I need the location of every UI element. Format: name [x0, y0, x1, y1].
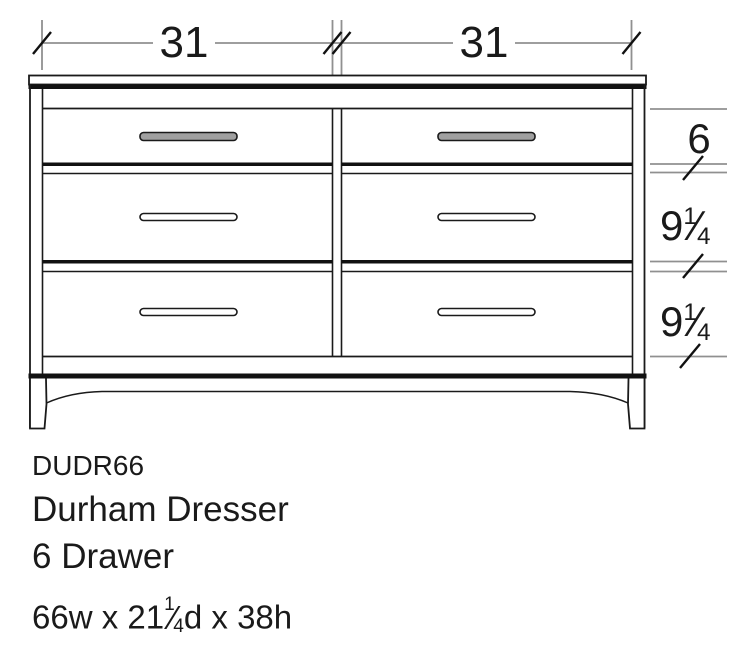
tick	[682, 155, 704, 181]
model-code: DUDR66	[32, 450, 145, 481]
tick	[322, 31, 343, 55]
left-leg	[29, 378, 48, 430]
top-board	[28, 74, 647, 86]
drawer-handle	[139, 131, 238, 142]
product-name: Durham Dresser	[32, 490, 289, 529]
overall-dimensions: 66w x 211⁄4d x 38h	[32, 580, 292, 648]
fraction-denominator: 4	[696, 222, 711, 250]
size-suffix: d x 38h	[183, 598, 293, 636]
tick	[621, 31, 642, 55]
cabinet	[28, 74, 647, 430]
dimension-ticks	[32, 31, 704, 369]
fraction-numerator: 1	[683, 203, 697, 230]
drawer2-shadow-left	[42, 260, 333, 264]
top-board-shadow	[28, 84, 647, 89]
apron-bottom-edge	[46, 390, 629, 404]
right-leg	[627, 378, 646, 430]
caption-block: DUDR66 Durham Dresser 6 Drawer 66w x 211…	[32, 446, 292, 648]
dimension-label-top-right: 31	[453, 21, 515, 65]
drawer-handle	[437, 307, 536, 317]
fraction-whole: 9	[660, 201, 684, 249]
drawer-handle	[437, 131, 536, 142]
tick	[679, 343, 701, 369]
tick	[32, 31, 52, 55]
fraction-numerator: 1	[164, 594, 175, 615]
drawer-handle	[139, 307, 238, 317]
dimension-label-top-left: 31	[153, 21, 215, 65]
drawer1-shadow-left	[42, 162, 333, 166]
product-variant: 6 Drawer	[32, 537, 174, 576]
fraction-slash: ⁄	[692, 297, 700, 345]
drawer1-shadow-right	[341, 162, 633, 166]
dimension-label-drawer1-height: 6	[687, 115, 711, 162]
drawer2-shadow-right	[341, 260, 633, 264]
fraction-numerator: 1	[683, 299, 697, 326]
fraction-denominator: 4	[696, 318, 711, 346]
size-prefix: 66w x 21	[32, 598, 165, 636]
dimension-label-drawer3-height: 91⁄4	[660, 292, 711, 350]
fraction-slash: ⁄	[170, 598, 177, 636]
tick	[331, 31, 352, 55]
case-bottom-shadow	[28, 373, 647, 379]
fraction-slash: ⁄	[692, 201, 700, 249]
drawer-handle	[437, 212, 536, 222]
tick	[682, 253, 704, 279]
fraction-denominator: 4	[173, 615, 184, 637]
dimension-lines	[41, 20, 727, 358]
drawer-handle	[139, 212, 238, 222]
fraction-whole: 9	[660, 297, 684, 345]
dimension-label-drawer2-height: 91⁄4	[660, 196, 711, 254]
